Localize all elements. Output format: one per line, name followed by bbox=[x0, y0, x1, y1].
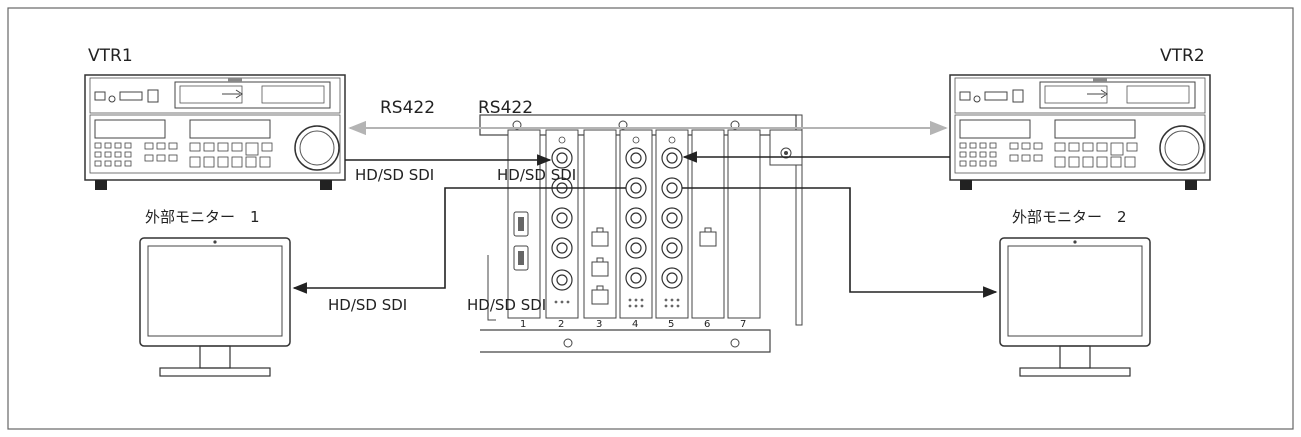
slot-number: 6 bbox=[704, 319, 711, 330]
monitor2-label: 外部モニター 2 bbox=[1012, 208, 1127, 226]
slot-number: 1 bbox=[520, 319, 527, 330]
sdi-card-to-monitor1 bbox=[292, 187, 626, 294]
sdi-label-monitor1: HD/SD SDI bbox=[328, 296, 408, 314]
external-monitor-1 bbox=[139, 237, 291, 377]
vtr2-label: VTR2 bbox=[1160, 46, 1205, 66]
slot-number: 3 bbox=[596, 319, 603, 330]
sdi-card-to-monitor2 bbox=[682, 187, 998, 298]
sdi-label-vtr1: HD/SD SDI bbox=[355, 166, 435, 184]
slot-number: 7 bbox=[740, 319, 747, 330]
vtr1-device bbox=[84, 74, 346, 190]
outer-frame bbox=[7, 7, 1294, 430]
vtr1-label: VTR1 bbox=[88, 46, 133, 66]
rs422-label-right: RS422 bbox=[478, 98, 534, 118]
rs422-label-left: RS422 bbox=[380, 98, 436, 118]
external-monitor-2 bbox=[999, 237, 1151, 377]
sdi-label-monitor2: HD/SD SDI bbox=[467, 296, 547, 314]
slot-number: 2 bbox=[558, 319, 565, 330]
slot-number: 4 bbox=[632, 319, 639, 330]
slot-number: 5 bbox=[668, 319, 675, 330]
sdi-label-vtr2: HD/SD SDI bbox=[497, 166, 577, 184]
vtr2-device bbox=[949, 74, 1211, 190]
monitor1-label: 外部モニター 1 bbox=[145, 208, 260, 226]
expansion-card-chassis bbox=[479, 114, 803, 353]
